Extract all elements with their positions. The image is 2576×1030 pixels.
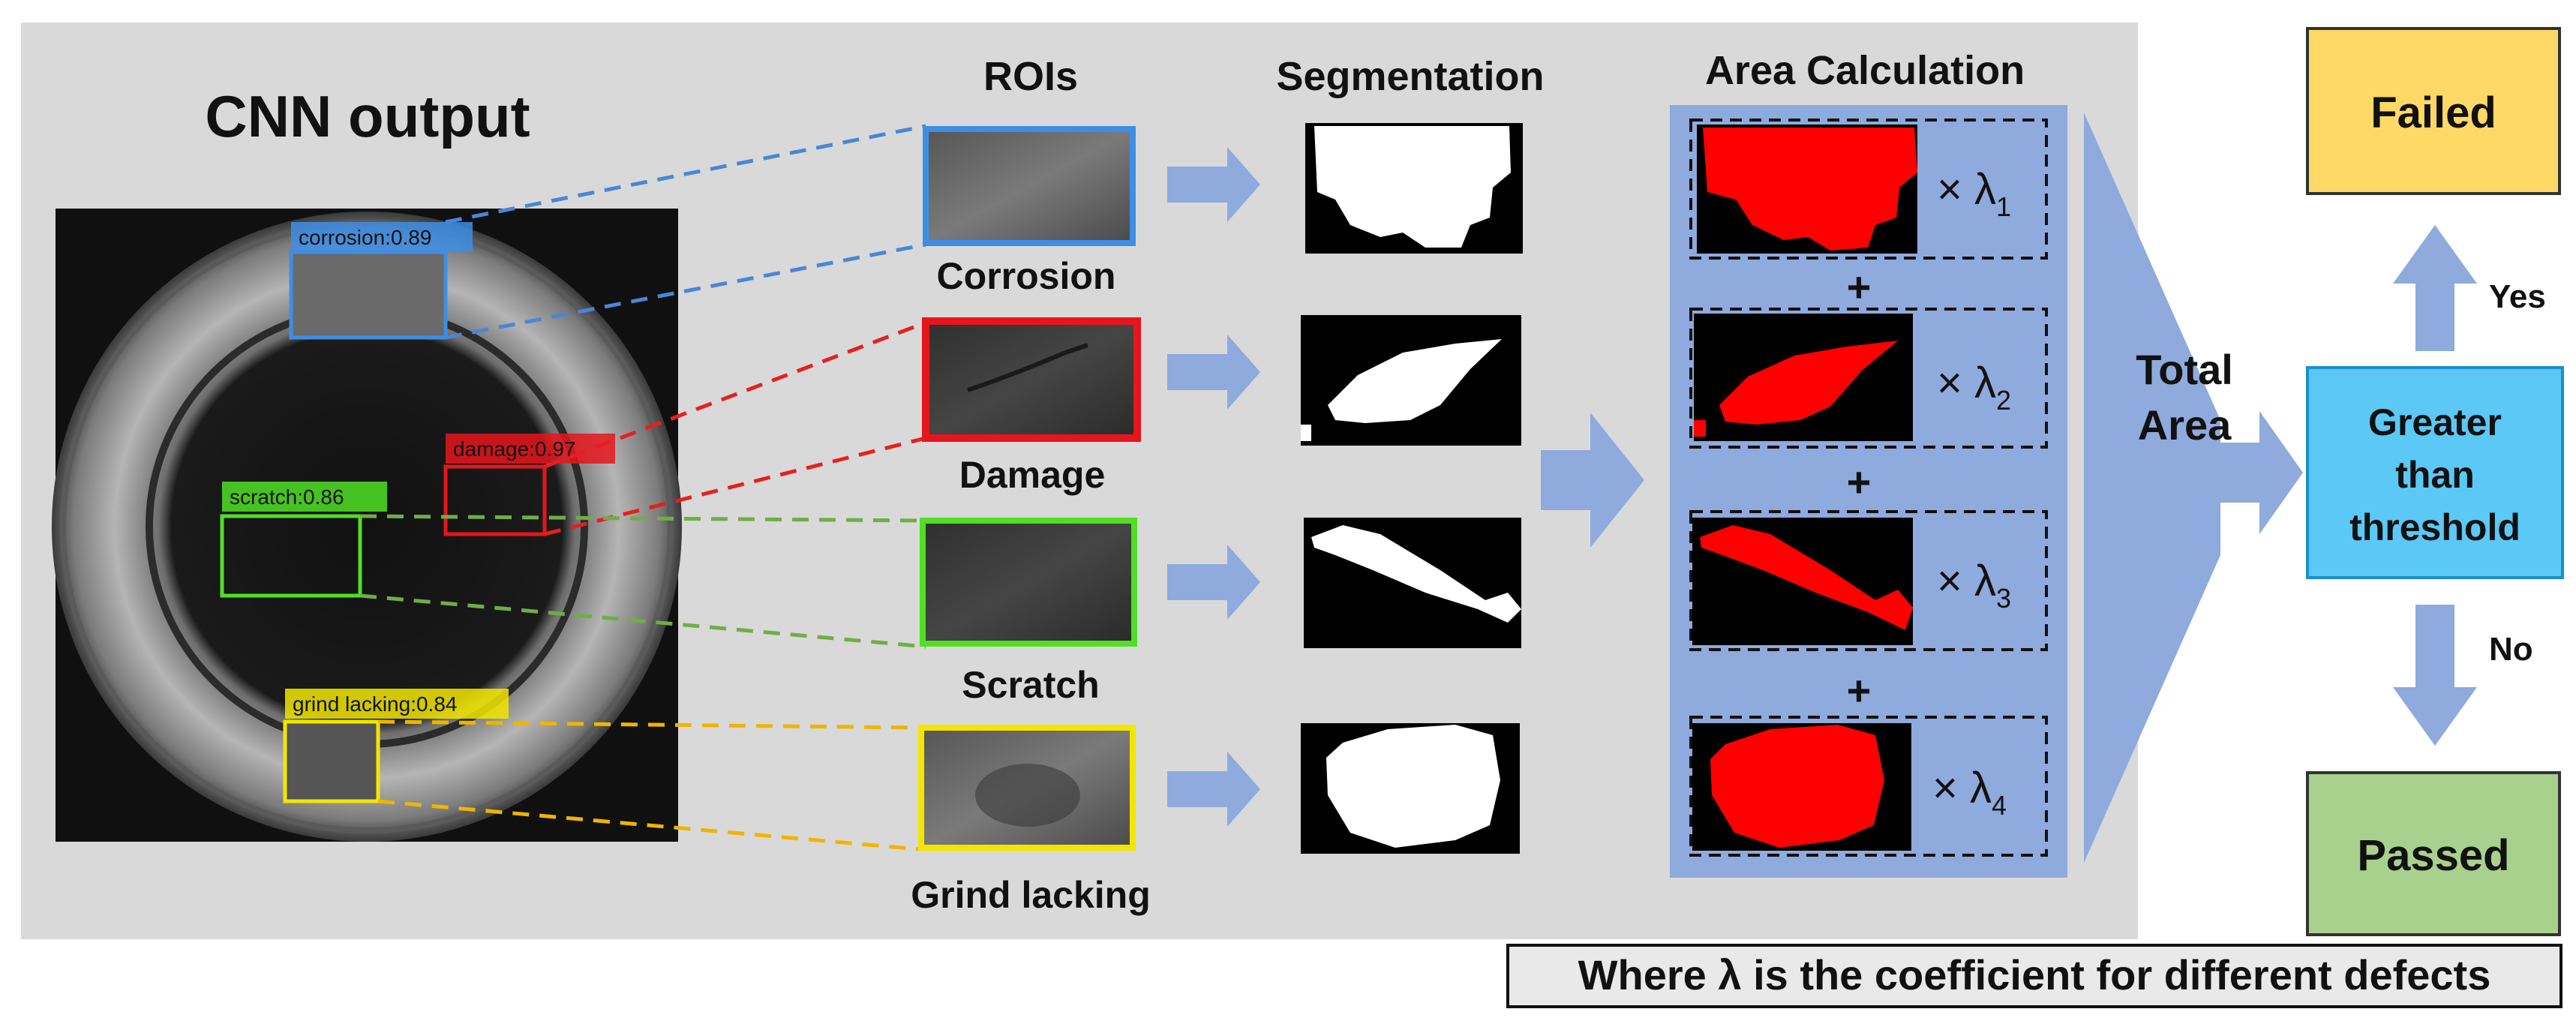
threshold-label-line3: threshold (2349, 506, 2520, 548)
roi-label-damage: Damage (959, 454, 1106, 496)
rois-header: ROIs (983, 54, 1078, 99)
arrow-down-icon (2393, 605, 2477, 746)
no-label: No (2489, 631, 2533, 668)
roi-label-corrosion: Corrosion (937, 255, 1116, 297)
cnn-output-title: CNN output (205, 83, 530, 149)
area-term-rows (1689, 119, 2048, 857)
plus-sign: + (1847, 263, 1872, 311)
roi-to-segmentation-arrows (1167, 147, 1260, 827)
damage-detection-label: damage:0.97 (453, 437, 575, 461)
lambda-term-1: × λ1 (1937, 165, 2011, 222)
arrow-right-icon (1541, 413, 1644, 548)
arrow-right-icon (2205, 411, 2303, 534)
segmentation-mask-scratch (1304, 518, 1521, 648)
grind-lacking-detection-label: grind lacking:0.84 (293, 692, 457, 716)
roi-damage (922, 317, 1141, 442)
area-image-scratch (1692, 518, 1913, 645)
threshold-label-line2: than (2395, 454, 2475, 496)
grind-lacking-detection-tag (285, 689, 509, 719)
arrow-right-icon (1167, 147, 1260, 222)
lambda-term-4: × λ4 (1932, 764, 2007, 821)
passed-label: Passed (2357, 831, 2509, 880)
arrow-up-icon (2393, 225, 2477, 351)
segmentation-header: Segmentation (1276, 54, 1544, 99)
failed-box (2306, 27, 2561, 195)
grind-lacking-detection-box (283, 719, 380, 803)
segmentation-mask-corrosion (1305, 123, 1523, 254)
roi-corrosion (923, 126, 1136, 246)
arrow-right-icon (1167, 752, 1260, 827)
corrosion-detection-tag (291, 222, 473, 252)
total-area-label-line1: Total (2136, 346, 2233, 393)
scratch-detection-tag (222, 482, 387, 512)
footnote-box (1506, 944, 2562, 1008)
roi-crops (918, 126, 1141, 851)
segmentation-mask-grind-lacking (1301, 723, 1520, 854)
yes-label: Yes (2489, 278, 2546, 315)
area-calculation-header: Area Calculation (1705, 48, 2025, 93)
segmentation-mask-damage (1301, 315, 1521, 446)
damage-detection-box (443, 464, 547, 536)
segmentation-masks (1301, 123, 1523, 854)
damage-detection-tag (446, 434, 615, 464)
corrosion-detection-box (289, 250, 448, 340)
area-term-images (1692, 125, 1917, 851)
corrosion-detection-label: corrosion:0.89 (299, 226, 431, 249)
roi-label-grind-lacking: Grind lacking (911, 874, 1151, 916)
threshold-label-line1: Greater (2368, 401, 2502, 443)
cnn-output-image: corrosion:0.89 damage:0.97 scratch:0.86 … (52, 209, 682, 842)
roi-scratch (920, 518, 1137, 647)
passed-box (2306, 771, 2561, 936)
total-area-label-line2: Area (2138, 401, 2232, 449)
threshold-box (2306, 366, 2564, 579)
scratch-detection-label: scratch:0.86 (230, 485, 344, 509)
area-image-grind-lacking (1692, 723, 1911, 851)
area-image-damage (1694, 314, 1913, 441)
plus-sign: + (1847, 458, 1872, 506)
total-area-funnel (2084, 113, 2220, 863)
arrow-right-icon (1167, 335, 1260, 410)
plus-sign: + (1847, 667, 1872, 714)
arrow-right-icon (1167, 545, 1260, 620)
connector-lines (359, 124, 926, 851)
scratch-detection-box (220, 514, 362, 598)
failed-label: Failed (2370, 89, 2496, 137)
lambda-term-2: × λ2 (1937, 359, 2011, 416)
footnote-text: Where λ is the coefficient for different… (1578, 951, 2491, 998)
lambda-term-3: × λ3 (1937, 557, 2011, 614)
roi-label-scratch: Scratch (962, 664, 1099, 706)
area-image-corrosion (1697, 125, 1917, 254)
lambda-terms: × λ1 × λ2 × λ3 × λ4 (1932, 165, 2011, 821)
